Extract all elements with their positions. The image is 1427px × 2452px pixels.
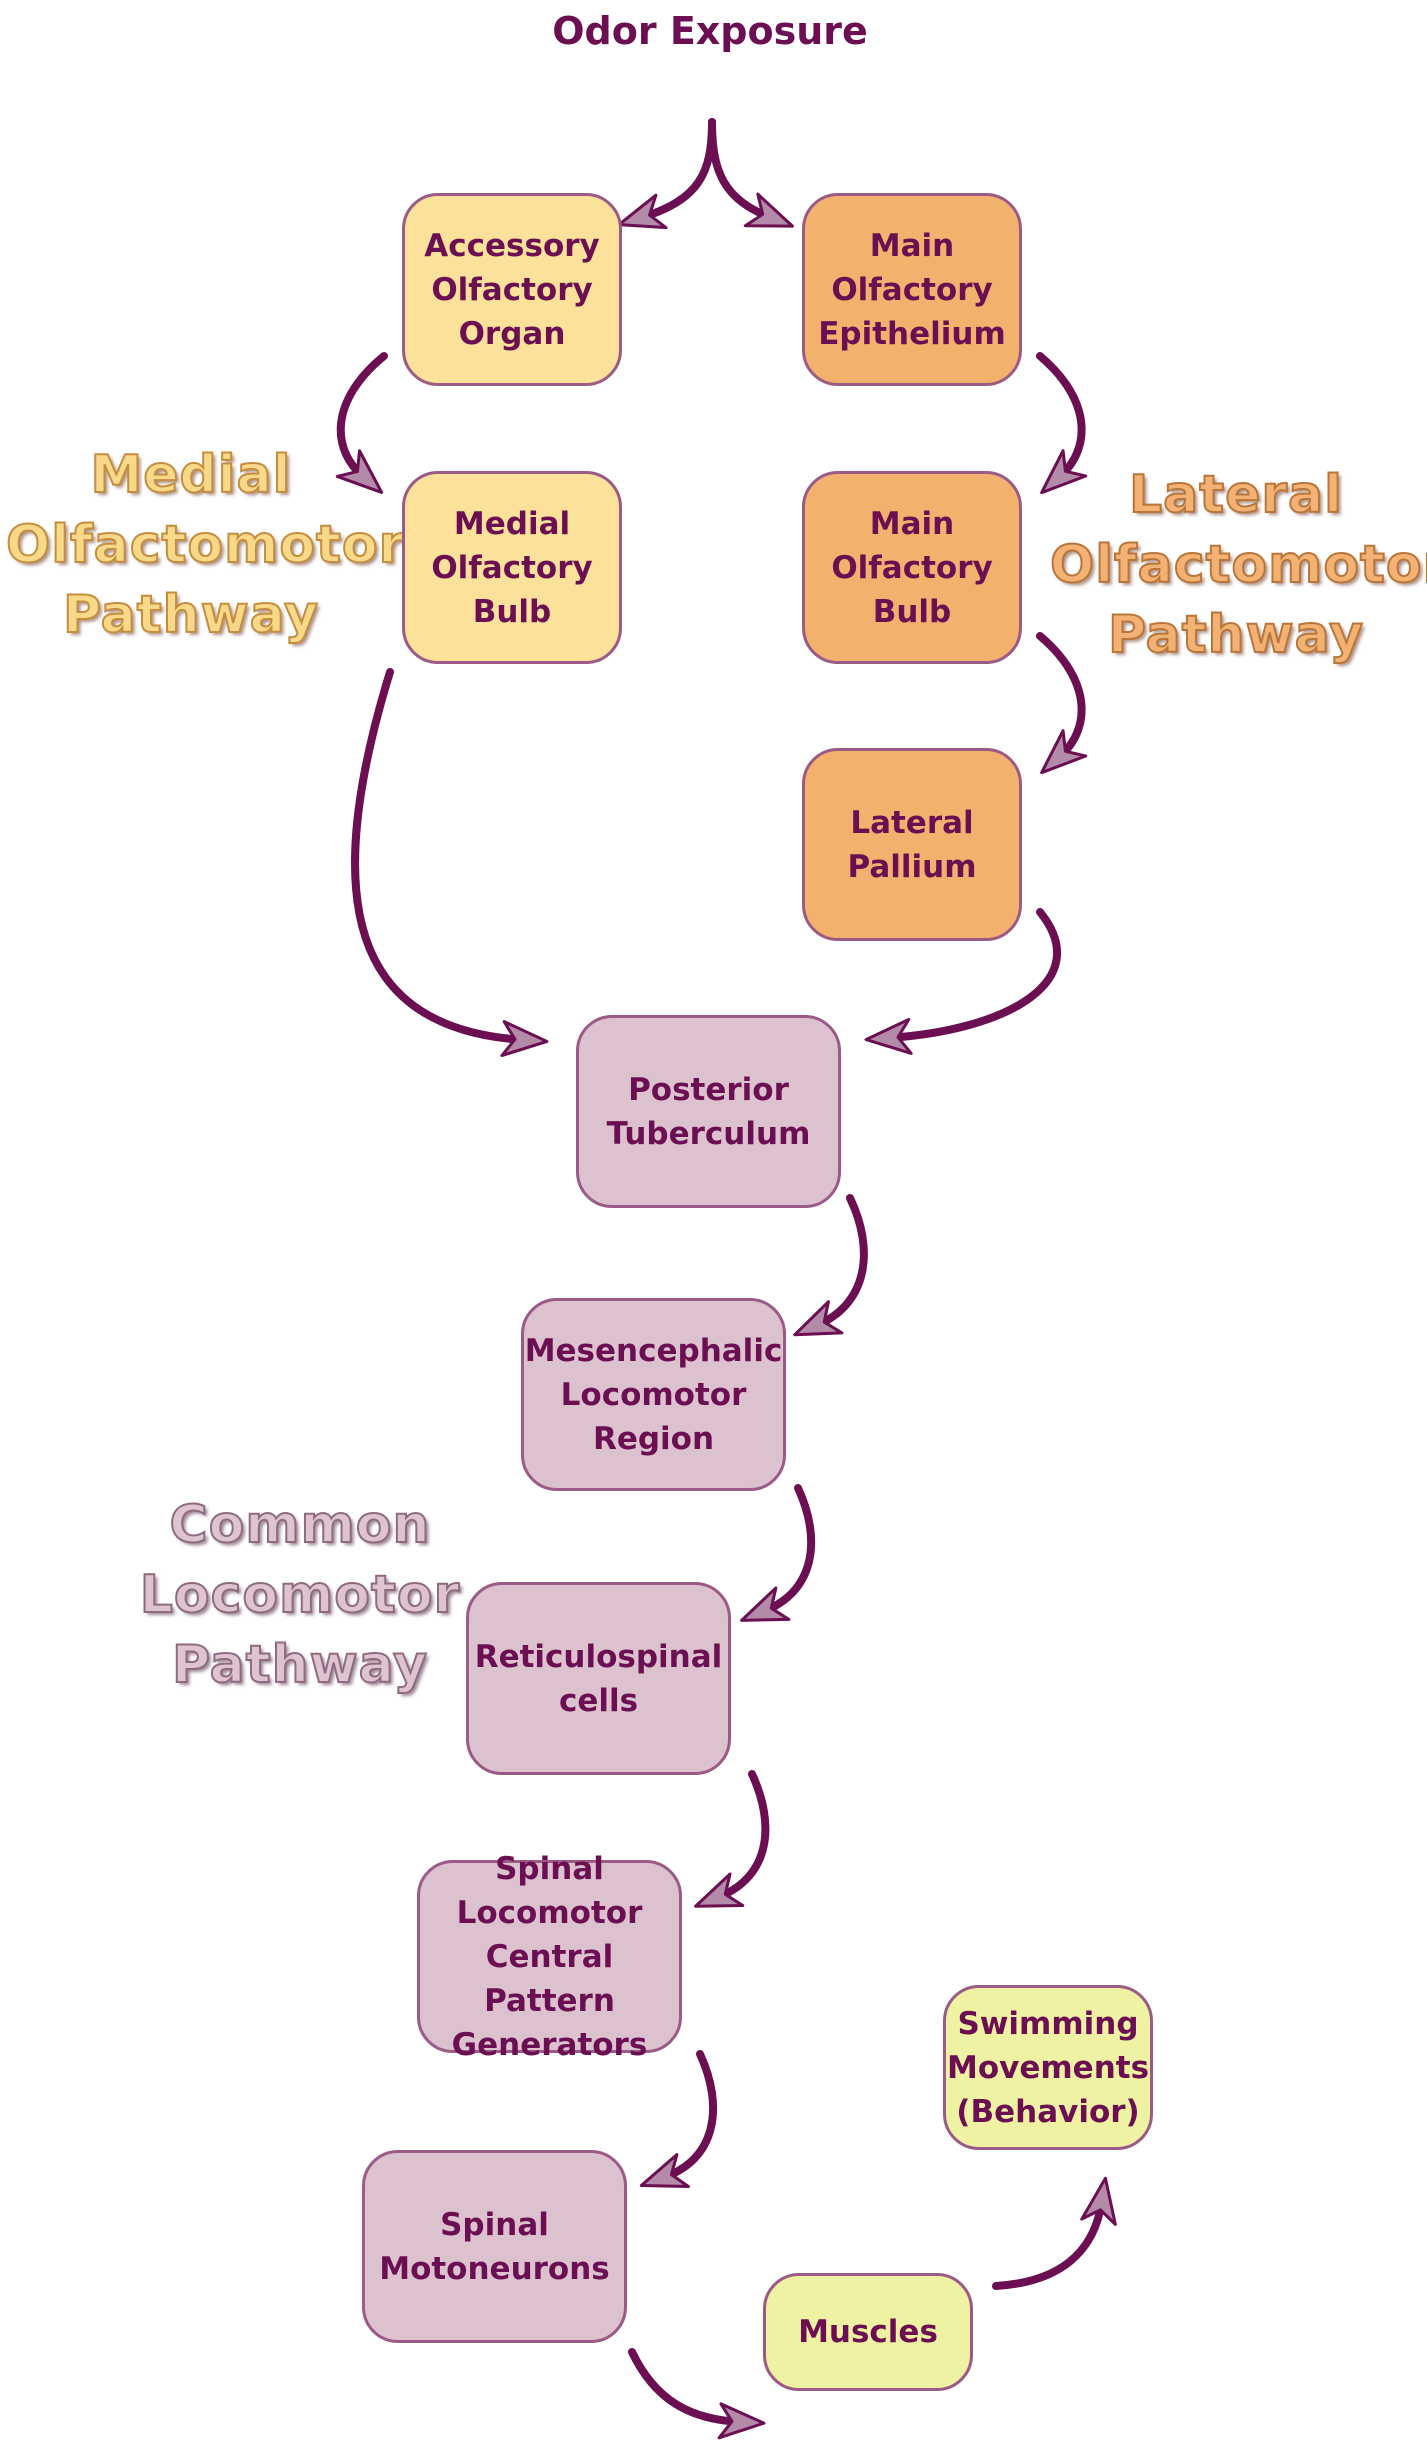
arrowhead <box>743 192 794 228</box>
arrowhead <box>717 2402 766 2440</box>
arrowhead <box>793 1300 844 1337</box>
arrowhead <box>335 449 384 494</box>
odor-exposure-title: Odor Exposure <box>550 4 870 58</box>
node-label-line: Bulb <box>872 593 952 630</box>
node-label-line: cells <box>558 1682 639 1719</box>
medial-olfactory-bulb-node: Medial Olfactory Bulb <box>402 471 622 664</box>
arrowhead <box>1080 2176 1117 2226</box>
arrow-muscles-to-swimming <box>992 2196 1106 2290</box>
node-label-line: Accessory <box>424 227 600 264</box>
node-label-line: Motoneurons <box>379 2250 610 2287</box>
arrowhead <box>639 2153 690 2189</box>
node-label-line: Locomotor <box>560 1376 747 1413</box>
arrow-cpg-to-motoneurons <box>658 2050 718 2182</box>
accessory-olfactory-organ-node: Accessory Olfactory Organ <box>402 193 622 386</box>
node-label-line: Spinal <box>495 1850 604 1887</box>
lateral-olfactomotor-pathway-label: Lateral Olfactomotor Pathway <box>1049 460 1427 670</box>
common-locomotor-pathway-label: Common Locomotor Pathway <box>130 1490 470 1700</box>
pathway-label-line: Locomotor <box>139 1564 461 1626</box>
spinal-motoneurons-node: Spinal Motoneurons <box>362 2150 627 2343</box>
posterior-tuberculum-node: Posterior Tuberculum <box>576 1015 841 1208</box>
arrowhead <box>864 1017 913 1055</box>
node-label-line: Main <box>869 227 955 264</box>
arrow-posterior-tuberculum-to-mlr <box>811 1194 868 1330</box>
node-label-line: Olfactory <box>831 549 993 586</box>
node-label-line: Organ <box>458 315 566 352</box>
pathway-label-line: Pathway <box>62 584 320 646</box>
main-olfactory-bulb-node: Main Olfactory Bulb <box>802 471 1022 664</box>
pathway-label-line: Medial <box>90 444 292 506</box>
node-label-line: Lateral <box>850 804 974 841</box>
node-label-line: Swimming <box>957 2005 1139 2042</box>
medial-olfactomotor-pathway-label: Medial Olfactomotor Pathway <box>5 440 406 650</box>
spinal-locomotor-cpg-node: Spinal Locomotor Central Pattern Generat… <box>417 1851 682 2063</box>
arrow-accessory-to-medial-bulb <box>336 352 388 482</box>
arrow-lateral-pallium-to-posterior-tuberculum <box>884 908 1062 1042</box>
arrowhead <box>1040 449 1088 495</box>
swimming-movements-node: Swimming Movements (Behavior) <box>943 1985 1153 2150</box>
mesencephalic-locomotor-region-node: Mesencephalic Locomotor Region <box>521 1298 786 1491</box>
node-label-line: Muscles <box>798 2314 938 2350</box>
reticulospinal-cells-node: Reticulospinal cells <box>466 1582 731 1775</box>
node-label-line: Posterior <box>628 1071 789 1108</box>
pathway-label-line: Common <box>169 1494 431 1556</box>
arrow-motoneurons-to-muscles <box>628 2348 746 2426</box>
main-olfactory-epithelium-node: Main Olfactory Epithelium <box>802 193 1022 386</box>
arrowhead <box>617 193 668 230</box>
title-line: Odor <box>552 9 657 53</box>
node-label-line: Region <box>592 1420 715 1457</box>
node-label-line: Reticulospinal <box>474 1638 723 1675</box>
muscles-node: Muscles <box>763 2273 973 2391</box>
arrow-reticulospinal-to-cpg <box>712 1770 770 1902</box>
pathway-label-line: Olfactomotor <box>1049 534 1427 596</box>
arrow-epithelium-to-main-bulb <box>1036 352 1086 482</box>
node-label-line: Bulb <box>472 593 552 630</box>
node-label-line: Olfactory <box>431 271 593 308</box>
node-label-line: Locomotor <box>456 1894 643 1931</box>
lateral-pallium-node: Lateral Pallium <box>802 748 1022 941</box>
pathway-label-line: Pathway <box>1107 604 1365 666</box>
node-label-line: Epithelium <box>818 315 1006 352</box>
title-line: Exposure <box>669 9 868 53</box>
node-label-line: Tuberculum <box>606 1115 811 1152</box>
node-label-line: Medial <box>453 505 571 542</box>
node-label-line: Spinal <box>440 2206 549 2243</box>
arrow-odor-to-main-epithelium <box>708 118 776 222</box>
arrow-mlr-to-reticulospinal <box>758 1484 816 1616</box>
node-label-line: Mesencephalic <box>524 1332 783 1369</box>
arrowhead <box>1040 729 1088 775</box>
node-label-line: Olfactory <box>831 271 993 308</box>
node-label-line: Olfactory <box>431 549 593 586</box>
pathway-label-line: Pathway <box>171 1634 429 1696</box>
arrowhead <box>500 1020 549 1058</box>
arrow-main-bulb-to-lateral-pallium <box>1036 632 1086 762</box>
pathway-label-line: Olfactomotor <box>5 514 406 576</box>
arrowhead <box>740 1586 791 1622</box>
arrow-medial-bulb-to-posterior-tuberculum <box>351 668 529 1044</box>
pathway-label-line: Lateral <box>1128 464 1343 526</box>
node-label-line: Central Pattern <box>484 1938 615 2019</box>
node-label-line: Movements <box>946 2049 1150 2086</box>
arrowhead <box>694 1872 745 1908</box>
node-label-line: Generators <box>451 2026 648 2063</box>
node-label-line: (Behavior) <box>956 2093 1140 2130</box>
node-label-line: Main <box>869 505 955 542</box>
node-label-line: Pallium <box>847 848 977 885</box>
